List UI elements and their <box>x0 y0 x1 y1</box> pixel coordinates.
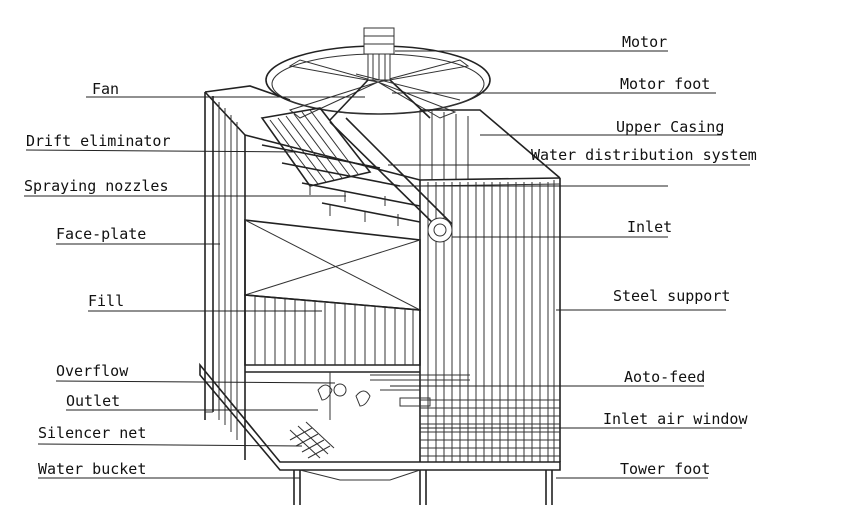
label-outlet: Outlet <box>66 392 121 410</box>
basin-internals <box>317 372 470 420</box>
label-tower-foot: Tower foot <box>620 460 711 478</box>
fill-block <box>244 219 421 373</box>
motor <box>363 27 395 81</box>
label-motor: Motor <box>622 33 668 51</box>
label-upper-casing: Upper Casing <box>616 118 725 136</box>
label-fill: Fill <box>88 292 125 310</box>
label-water-bucket: Water bucket <box>38 460 147 478</box>
water-bucket <box>199 362 561 481</box>
label-drift-eliminator: Drift eliminator <box>26 132 171 150</box>
water-distribution-pipe <box>261 117 453 243</box>
label-fan: Fan <box>92 80 120 98</box>
tower-body <box>204 85 561 462</box>
label-face-plate: Face-plate <box>56 225 147 243</box>
drift-eliminator <box>260 107 372 187</box>
label-steel-support: Steel support <box>613 287 731 305</box>
label-water-distribution-system: Water distribution system <box>531 146 757 164</box>
label-auto-feed: Aoto-feed <box>624 368 706 386</box>
tower-feet <box>204 412 553 505</box>
silencer-net <box>289 421 335 459</box>
label-overflow: Overflow <box>56 362 129 380</box>
label-inlet-air-window: Inlet air window <box>603 410 748 428</box>
label-silencer-net: Silencer net <box>38 424 147 442</box>
motor-foot <box>329 73 461 121</box>
leader-lines <box>24 50 750 479</box>
inlet-air-window <box>420 399 560 457</box>
label-spraying-nozzles: Spraying nozzles <box>24 177 169 195</box>
label-inlet: Inlet <box>627 218 673 236</box>
label-motor-foot: Motor foot <box>620 75 711 93</box>
